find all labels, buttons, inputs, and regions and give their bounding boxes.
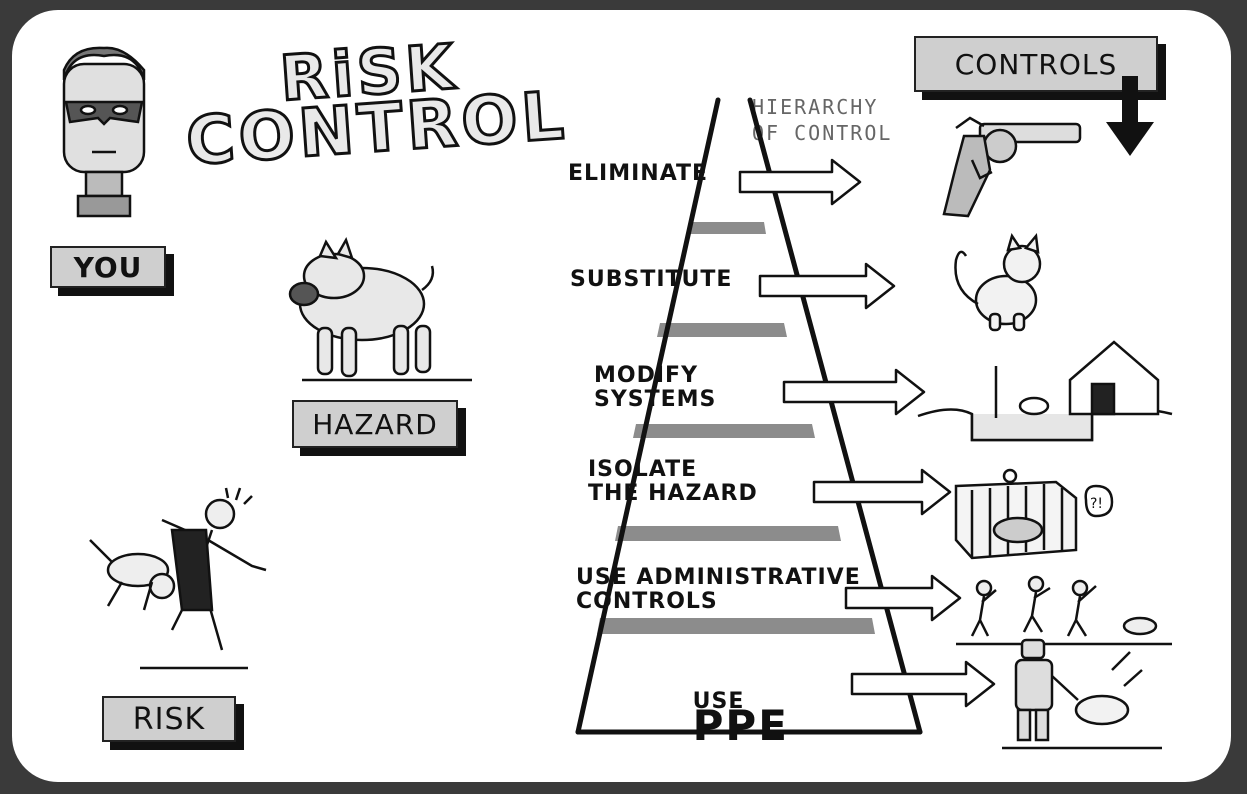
step-substitute: SUBSTITUTE [570,267,733,292]
cat-icon [954,232,1042,332]
drawing-layer: ?! [62,46,1173,750]
hazard-tag: HAZARD [292,400,458,448]
protected-worker-icon [1002,638,1162,750]
arrow-administrative-icon [844,574,962,622]
step-arrows [738,158,996,708]
controls-down-arrow-icon [1106,76,1154,156]
arrow-isolate-icon [812,468,952,516]
revolver-icon [942,116,1082,218]
pyramid-outline-icon [575,97,923,735]
arrow-ppe-icon [850,660,996,708]
step-administrative-controls: USE ADMINISTRATIVE CONTROLS [576,565,861,614]
pit-and-kennel-icon [917,340,1173,442]
you-tag: YOU [50,246,166,288]
caged-dog-icon: ?! [954,468,1114,560]
bulldog-icon [288,236,472,382]
arrow-modify-icon [782,368,926,416]
step-ppe-label: PPE [692,701,789,750]
controls-tag: CONTROLS [914,36,1158,92]
step-use-ppe: USE PPE [658,666,789,770]
arrow-eliminate-icon [738,158,862,206]
dog-bite-icon [89,487,267,670]
step-use-prefix: USE [692,689,745,714]
svg-text:?!: ?! [1090,496,1103,512]
infographic-card: RiSK CONTROL CONTROLS YOU HAZARD RISK HI… [12,10,1231,782]
masked-face-icon [62,46,146,218]
step-isolate-hazard: ISOLATE THE HAZARD [588,457,758,506]
step-eliminate: ELIMINATE [568,161,709,186]
dog-catchers-icon [956,575,1172,646]
arrow-substitute-icon [758,262,896,310]
risk-tag: RISK [102,696,236,742]
hierarchy-label: HIERARCHY OF CONTROL [752,95,893,145]
step-modify-systems: MODIFY SYSTEMS [594,363,717,412]
pyramid-bands [597,222,875,634]
